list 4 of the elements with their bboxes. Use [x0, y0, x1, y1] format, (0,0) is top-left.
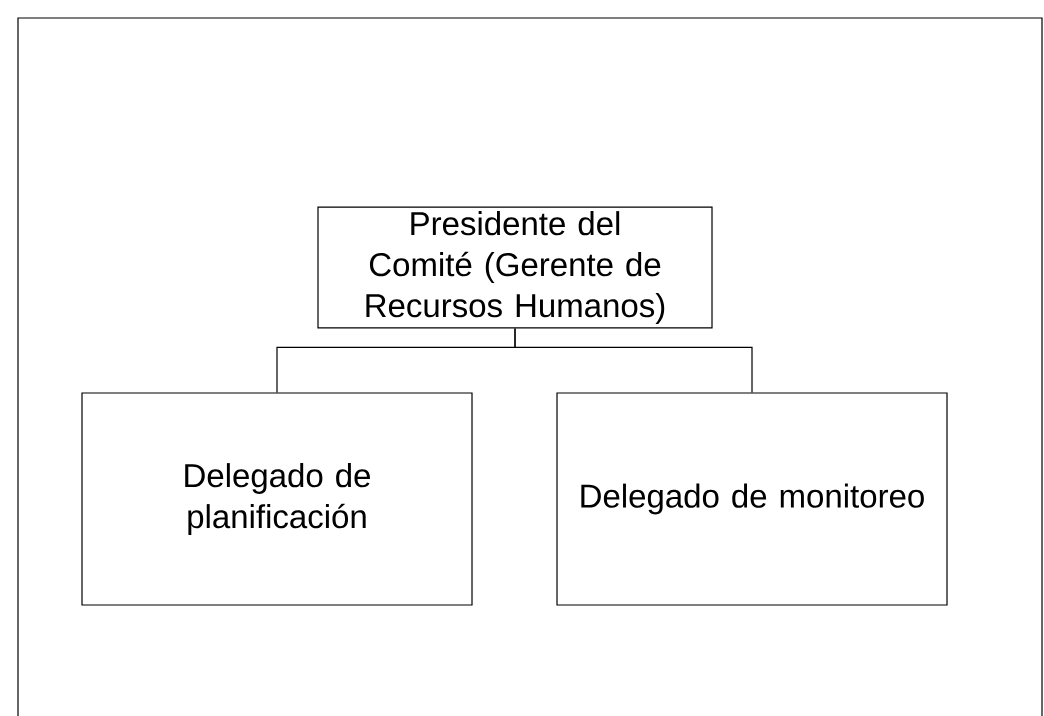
org-box: Delegado de monitoreo — [556, 392, 948, 606]
org-box: Presidente del Comité (Gerente de Recursos Humanos) — [317, 206, 713, 329]
connector-line — [514, 327, 753, 393]
org-box: Delegado de planificación — [81, 392, 473, 606]
